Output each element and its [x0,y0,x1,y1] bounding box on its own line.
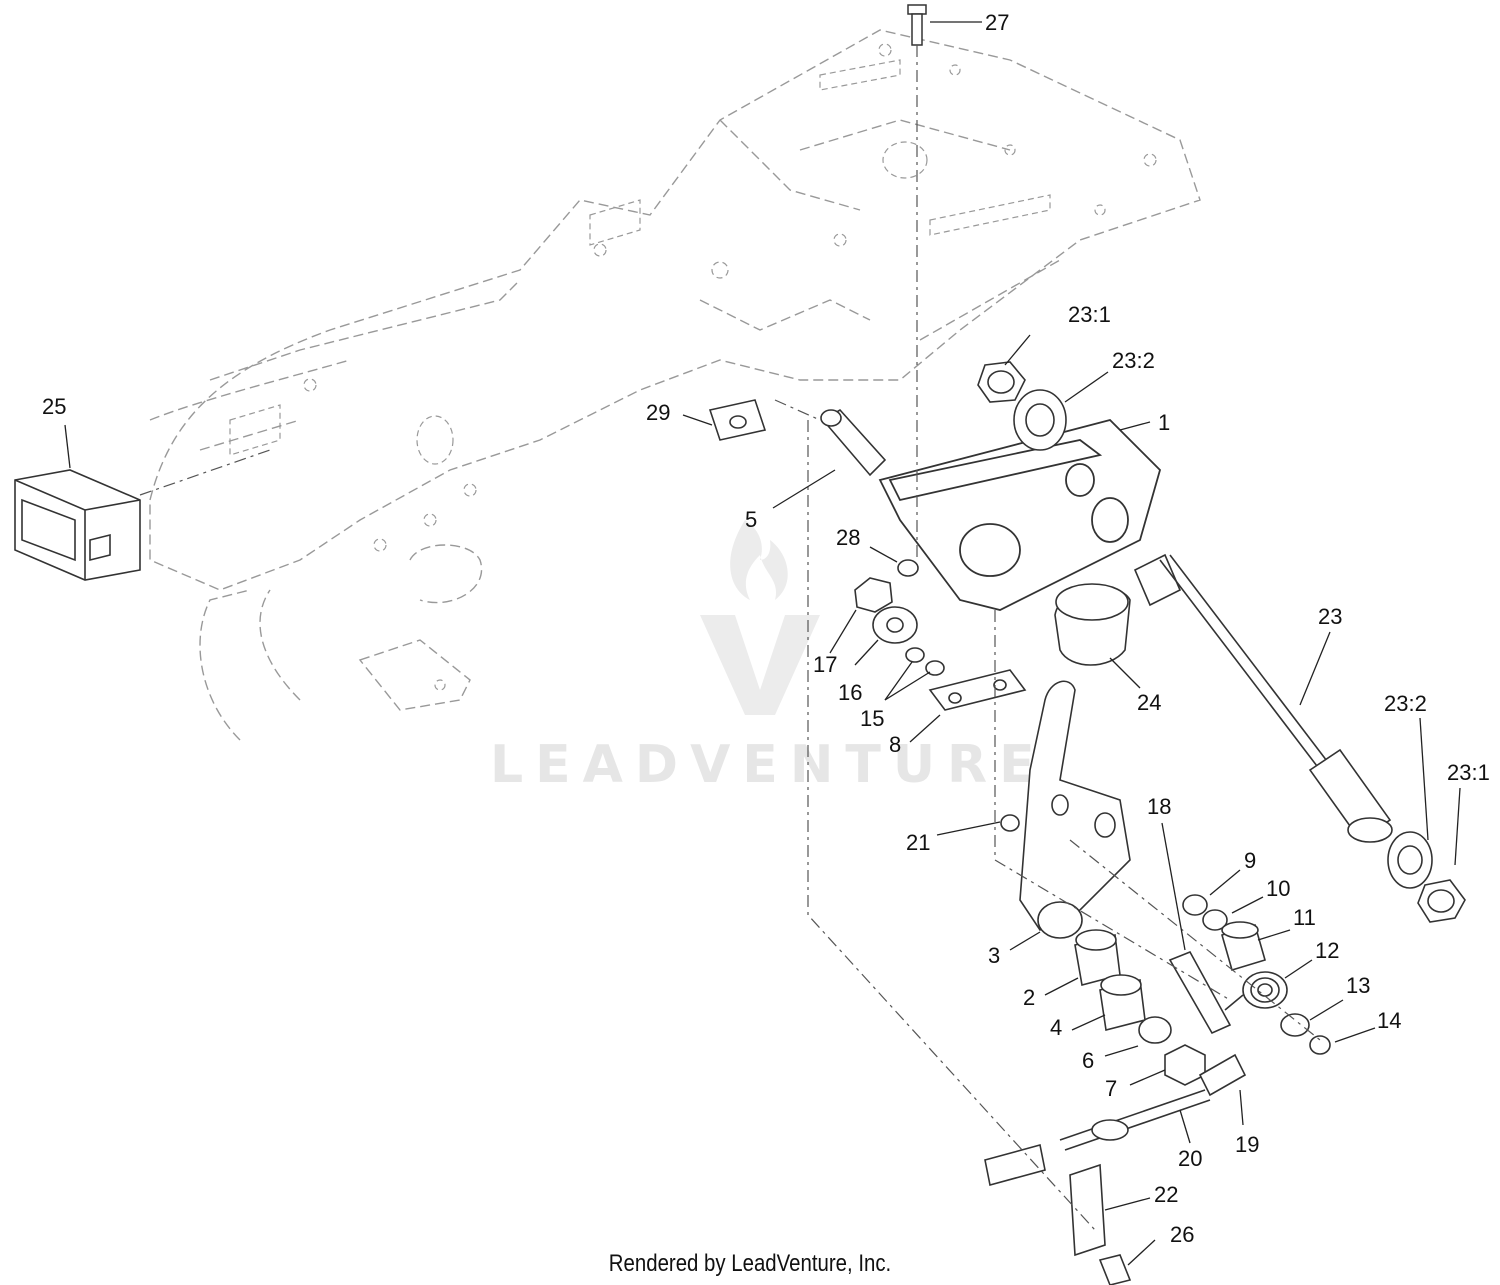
part-23-1-nut-top [977,361,1026,403]
part-8-link [928,669,1027,711]
callout-10: 10 [1266,876,1290,901]
part-4-bushing [1099,974,1146,1031]
part-16-spacer [872,606,918,644]
callout-17: 17 [813,652,837,677]
part-23-2-washer-right [1387,831,1433,889]
callout-23: 23 [1318,604,1342,629]
part-13-washer [1280,1013,1310,1037]
part-15-washers [905,647,945,676]
part-23-harness [1133,553,1393,843]
callout-11: 11 [1293,905,1316,930]
callout-23-1-top: 23:1 [1068,302,1111,327]
callout-14: 14 [1377,1008,1401,1033]
part-1-bracket [878,418,1162,611]
callout-23-2-top: 23:2 [1112,348,1155,373]
part-5-pin [820,408,887,477]
callout-13: 13 [1346,973,1370,998]
part-18-rod [1168,950,1232,1035]
part-25-module [14,469,141,581]
callout-5: 5 [745,507,757,532]
part-28-nut [897,559,919,577]
part-22-clamp [1069,1163,1106,1257]
callout-1: 1 [1158,410,1170,435]
part-17-nut [854,577,893,613]
callout-20: 20 [1178,1146,1202,1171]
callout-8: 8 [889,732,901,757]
callout-26: 26 [1170,1222,1194,1247]
part-7-nut [1164,1044,1206,1086]
callout-9: 9 [1244,848,1256,873]
callout-6: 6 [1082,1048,1094,1073]
callout-3: 3 [988,943,1000,968]
callout-7: 7 [1105,1076,1117,1101]
callout-19: 19 [1235,1132,1259,1157]
callout-18: 18 [1147,794,1171,819]
callout-28: 28 [836,525,860,550]
callout-2: 2 [1023,985,1035,1010]
part-23-2-washer-top [1013,389,1067,451]
leader-lines [64,21,1461,1266]
part-27-bolt [907,4,927,46]
part-21-nut [1000,814,1020,832]
callout-21: 21 [906,830,930,855]
callout-27: 27 [985,10,1009,35]
part-19-rod-end [1198,1053,1247,1097]
part-20-cable [984,1089,1211,1186]
footer-credit: Rendered by LeadVenture, Inc. [608,1250,892,1277]
callout-15: 15 [860,706,884,731]
frame-outline [149,29,1201,741]
callout-23-2-right: 23:2 [1384,691,1427,716]
part-11-bushing [1221,921,1266,972]
part-14-nut [1309,1035,1331,1055]
watermark-text: LEADVENTURE [490,735,1047,795]
part-2-bushing [1074,929,1121,986]
part-23-1-nut-right [1417,879,1466,923]
frame-holes [229,43,1157,691]
part-12-spring [1224,971,1288,1011]
callout-4: 4 [1050,1015,1062,1040]
callout-25: 25 [42,394,66,419]
callout-22: 22 [1154,1182,1178,1207]
part-9-washer [1182,894,1208,916]
part-26-bolt [1098,1254,1132,1285]
watermark-logo [700,520,820,715]
callout-24: 24 [1137,690,1161,715]
part-24-knob [1054,583,1131,666]
callout-29: 29 [646,400,670,425]
part-10-washer [1202,909,1228,931]
part-6-washer [1138,1016,1172,1044]
alignment-lines [139,45,1321,1231]
part-3-lever [1019,680,1131,939]
callout-12: 12 [1315,938,1339,963]
part-29-clip [708,399,767,441]
callout-16: 16 [838,680,862,705]
callouts: 27 23:1 23:2 1 25 29 5 28 23 17 16 15 8 … [42,10,1490,1247]
callout-23-1-right: 23:1 [1447,760,1490,785]
